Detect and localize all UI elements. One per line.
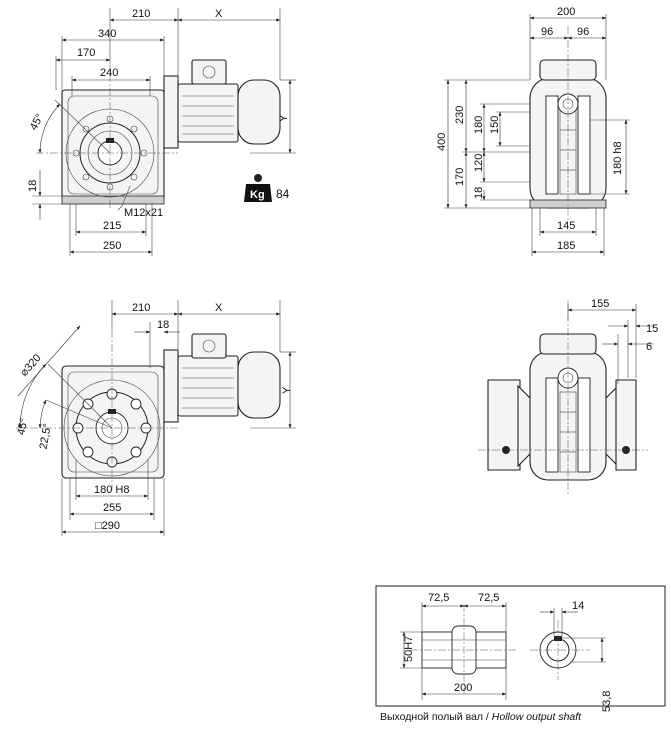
dia-320: ⌀320 <box>18 352 44 379</box>
dim-14: 14 <box>572 600 584 612</box>
dim-y-v3: Y <box>281 386 293 394</box>
hollow-shaft-detail: 72,5 72,5 50H7 200 14 53,8 <box>375 585 666 712</box>
dim-180: 180 <box>473 116 485 134</box>
dim-210-v3: 210 <box>132 302 150 314</box>
dim-215: 215 <box>103 220 121 232</box>
dim-72-5-right: 72,5 <box>478 592 499 604</box>
angle-22-5: 22,5° <box>38 423 54 451</box>
weight-unit-badge: Kg <box>250 189 265 201</box>
side-view-flange-mounted: 155 15 6 <box>478 298 658 494</box>
dim-72-5-left: 72,5 <box>428 592 449 604</box>
caption-english: Hollow output shaft <box>492 711 582 723</box>
dim-200-shaft: 200 <box>454 682 472 694</box>
dim-185: 185 <box>557 240 575 252</box>
dim-155: 155 <box>591 298 609 310</box>
dim-96-left: 96 <box>541 26 553 38</box>
side-view-foot-mounted: 200 96 96 400 230 170 180 150 120 18 180… <box>436 6 630 256</box>
dim-y: Y <box>278 114 290 122</box>
dim-180-h8: 180 h8 <box>612 141 624 175</box>
dim-290-square: □290 <box>95 520 120 532</box>
dim-x: X <box>215 8 223 20</box>
dim-6: 6 <box>646 341 652 353</box>
dim-18-v3: 18 <box>157 319 169 331</box>
dim-230: 230 <box>454 106 466 124</box>
dim-15: 15 <box>646 323 658 335</box>
front-view-flange-mounted: 210 X 18 ⌀320 Y 45° 22,5° 180 H8 255 □2 <box>15 300 296 536</box>
dim-53-8: 53,8 <box>601 691 613 712</box>
dim-18: 18 <box>473 187 485 199</box>
motor-cooling-fins-v3 <box>182 367 234 409</box>
dim-400: 400 <box>436 133 448 151</box>
angle-45-v3: 45° <box>15 417 30 436</box>
caption: Выходной полый вал / Hollow output shaft <box>380 711 582 723</box>
motor-cooling-fins <box>182 95 234 135</box>
dim-145: 145 <box>557 220 575 232</box>
angle-45: 45° <box>28 112 46 132</box>
dim-170: 170 <box>454 168 466 186</box>
dim-250: 250 <box>103 240 121 252</box>
thread-m12x21: M12x21 <box>124 207 163 219</box>
dim-340: 340 <box>98 28 116 40</box>
dim-x-v3: X <box>215 302 223 314</box>
dim-180-H8: 180 H8 <box>94 484 129 496</box>
weight-badge: Kg 84 <box>244 174 290 202</box>
caption-russian: Выходной полый вал / <box>380 711 492 723</box>
dim-50H7: 50H7 <box>403 636 415 662</box>
housing-ribs-v4 <box>545 377 591 473</box>
dim-18-foot: 18 <box>27 180 39 192</box>
dim-96-right: 96 <box>577 26 589 38</box>
dim-120: 120 <box>473 154 485 172</box>
weight-value: 84 <box>276 187 290 201</box>
dim-240: 240 <box>100 67 118 79</box>
dim-200: 200 <box>557 6 575 18</box>
dim-210: 210 <box>132 8 150 20</box>
dim-255: 255 <box>103 502 121 514</box>
dim-170: 170 <box>77 47 95 59</box>
dim-150: 150 <box>489 116 501 134</box>
front-view-foot-mounted: 210 X 340 170 240 Y 45° 18 M12x21 <box>27 8 296 256</box>
